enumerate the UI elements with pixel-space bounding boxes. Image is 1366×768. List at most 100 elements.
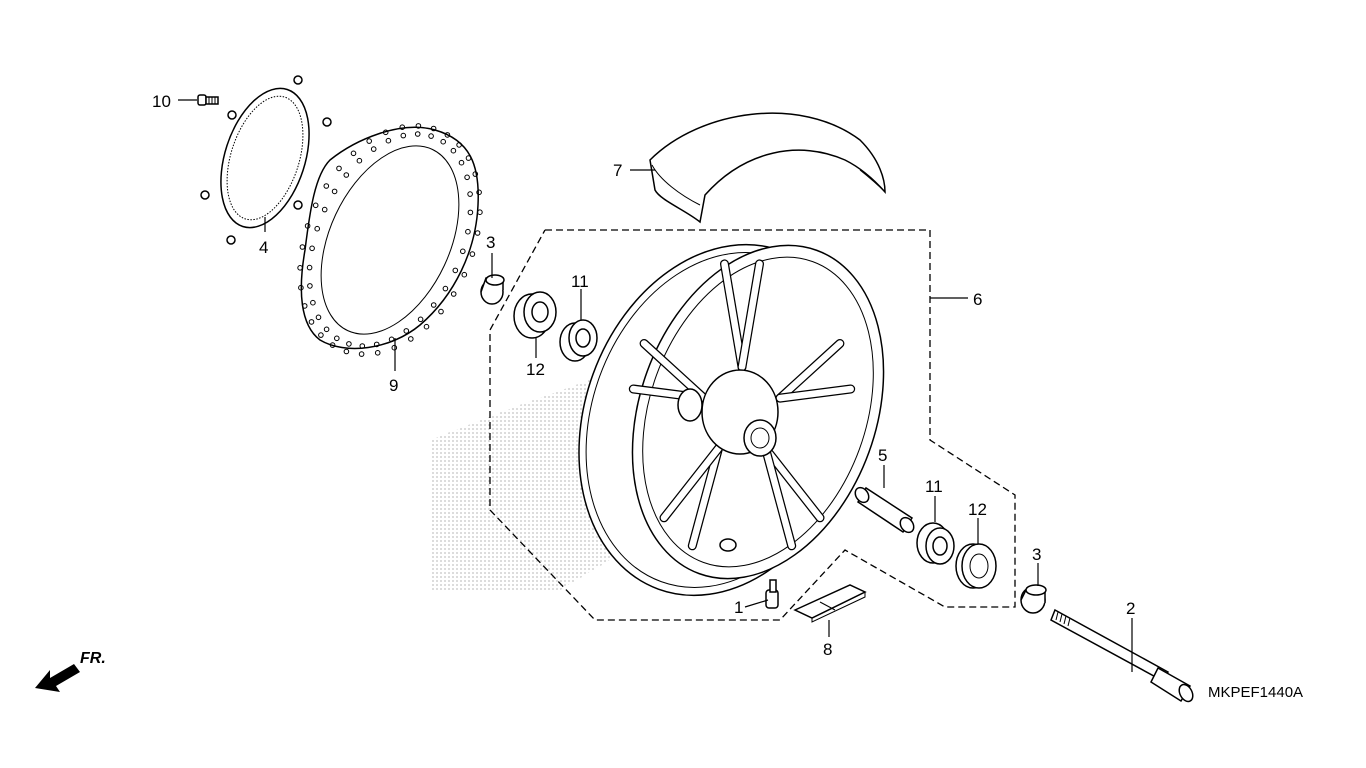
disc-hole — [399, 124, 406, 130]
balance-weight-icon — [793, 584, 867, 623]
callout-3-left: 3 — [486, 233, 495, 252]
wheel-spoke — [762, 445, 824, 522]
disc-hole — [450, 147, 457, 154]
disc-hole — [442, 285, 449, 292]
disc-hole — [464, 174, 470, 181]
disc-hole — [301, 303, 308, 309]
disc-hole — [323, 326, 330, 333]
disc-hole — [477, 209, 483, 215]
collar-icon — [480, 274, 505, 305]
disc-hole — [321, 206, 328, 213]
callout-7: 7 — [613, 161, 622, 180]
disc-hole — [460, 248, 466, 255]
assembly-outline — [489, 229, 1016, 621]
shadow-stipple — [430, 380, 620, 590]
disc-hole — [385, 137, 392, 144]
disc-hole — [388, 336, 395, 343]
disc-hole — [298, 284, 304, 291]
leader-lines — [178, 99, 1133, 672]
disc-hole — [356, 157, 363, 164]
disc-hole — [438, 308, 444, 315]
callout-9: 9 — [389, 376, 398, 395]
disc-hole — [346, 341, 352, 347]
disc-hole — [304, 223, 311, 229]
disc-hole — [359, 343, 366, 349]
wheel-spoke — [660, 445, 722, 522]
disc-hole — [417, 316, 424, 323]
disc-hole — [343, 348, 350, 355]
callouts: 10 4 9 7 6 3 12 11 5 11 12 3 2 1 8 — [152, 92, 1135, 659]
disc-hole — [461, 271, 468, 278]
disc-hole — [350, 150, 357, 157]
wheel-spoke — [776, 385, 854, 402]
disc-hole — [366, 138, 373, 144]
wheel-spoke — [762, 445, 795, 550]
axle-icon — [1050, 608, 1194, 703]
brake-disc-icon — [297, 123, 483, 357]
disc-hole — [315, 314, 322, 321]
front-direction-icon: FR. — [35, 650, 106, 692]
disc-hole — [400, 132, 407, 139]
wheel-spoke — [776, 340, 844, 402]
disc-hole — [334, 335, 340, 342]
bearing-icon — [513, 291, 557, 339]
disc-hole — [312, 202, 319, 209]
disc-hole — [297, 265, 303, 271]
pulser-ring-icon — [200, 75, 332, 245]
callout-11-right: 11 — [925, 477, 943, 496]
disc-hole — [414, 131, 421, 137]
disc-hole — [469, 251, 476, 257]
disc-hole — [458, 159, 465, 166]
callout-4: 4 — [259, 238, 268, 257]
disc-hole — [329, 342, 336, 348]
disc-hole — [307, 283, 313, 289]
tire-icon — [649, 112, 886, 224]
callout-8: 8 — [823, 640, 832, 659]
dust-seal-icon — [916, 522, 955, 565]
callout-11-left: 11 — [571, 272, 589, 291]
disc-hole — [403, 328, 410, 334]
spacer-icon — [854, 486, 915, 534]
callout-1: 1 — [734, 598, 743, 617]
disc-hole — [440, 138, 447, 145]
disc-hole — [343, 172, 350, 178]
dust-seal-icon — [559, 319, 598, 362]
valve-stem-icon — [765, 579, 779, 609]
wheel-spoke — [738, 260, 763, 371]
disc-hole — [370, 146, 377, 152]
front-direction-label: FR. — [80, 650, 106, 667]
disc-hole — [456, 142, 462, 148]
disc-hole — [318, 332, 324, 338]
callout-12-right: 12 — [968, 500, 987, 519]
disc-hole — [336, 165, 342, 172]
disc-hole — [415, 123, 422, 129]
disc-hole — [408, 336, 414, 342]
disc-hole — [299, 244, 306, 250]
disc-hole — [373, 341, 380, 348]
disc-hole — [428, 133, 434, 139]
disc-hole — [474, 230, 481, 236]
disc-hole — [382, 129, 389, 136]
bolt-icon — [197, 94, 219, 106]
disc-hole — [465, 228, 471, 235]
collar-icon — [1020, 584, 1047, 614]
disc-hole — [476, 189, 482, 196]
disc-hole — [358, 351, 365, 357]
callout-2: 2 — [1126, 599, 1135, 618]
wheel-spoke — [689, 445, 722, 550]
disc-hole — [310, 299, 316, 306]
disc-hole — [391, 344, 398, 351]
bearing-icon — [955, 543, 997, 589]
callout-6: 6 — [973, 290, 982, 309]
disc-hole — [309, 245, 315, 252]
disc-hole — [467, 191, 473, 197]
disc-hole — [430, 302, 437, 308]
wheel-spoke — [721, 260, 746, 371]
callout-10: 10 — [152, 92, 171, 111]
disc-hole — [306, 264, 313, 271]
wheel-icon — [578, 243, 885, 597]
disc-hole — [472, 171, 479, 177]
disc-hole — [452, 267, 459, 274]
disc-hole — [450, 291, 457, 297]
